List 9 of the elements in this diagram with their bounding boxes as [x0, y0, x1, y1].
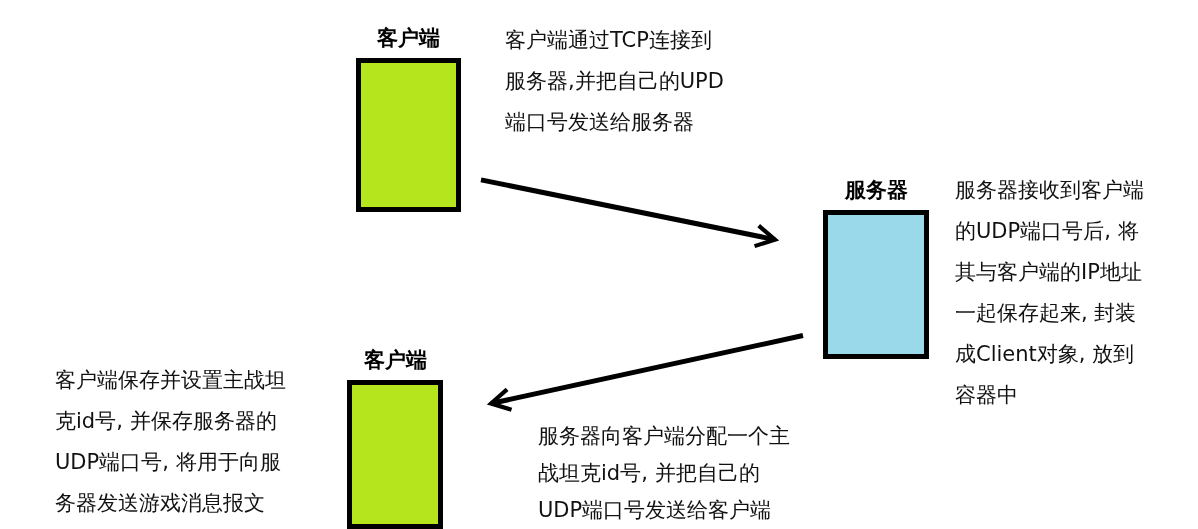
- description-text: 服务器接收到客户端的UDP端口号后, 将其与客户端的IP地址一起保存起来, 封装成Client对象, 放到容器中: [955, 177, 1145, 409]
- arrow: [480, 177, 778, 249]
- step-text: 服务器向客户端分配一个主战坦克id号, 并把自己的UDP端口号发送给客户端: [538, 423, 791, 524]
- node-heading: 客户端: [376, 25, 441, 52]
- step-text: 客户端通过TCP连接到服务器,并把自己的UPD端口号发送给服务器: [505, 27, 725, 136]
- node-heading: 客户端: [362, 347, 428, 374]
- arrow: [488, 333, 804, 412]
- node-heading: 服务器: [843, 177, 909, 204]
- description-text: 客户端保存并设置主战坦克id号, 并保存服务器的UDP端口号, 将用于向服务器发送游戏消息报文: [55, 367, 287, 517]
